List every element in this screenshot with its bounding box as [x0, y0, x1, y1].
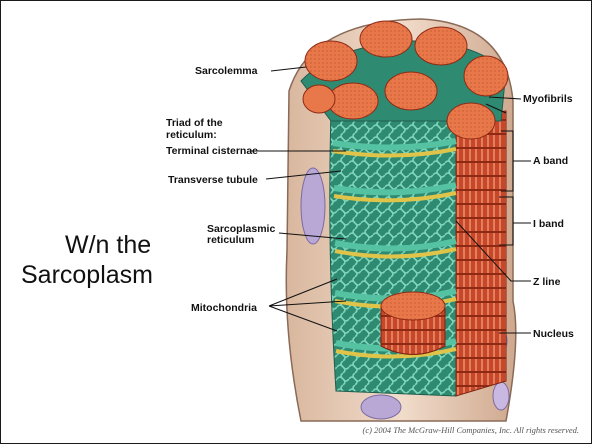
caption-line2: Sarcoplasm — [21, 261, 153, 290]
label-sarcolemma: Sarcolemma — [195, 65, 258, 77]
label-nucleus: Nucleus — [533, 328, 574, 340]
label-triad-line2: reticulum: — [166, 129, 217, 141]
copyright-notice: (c) 2004 The McGraw-Hill Companies, Inc.… — [363, 425, 579, 435]
label-i-band: I band — [533, 218, 564, 230]
label-z-line: Z line — [533, 276, 561, 288]
label-terminal-cisternae: Terminal cisternae — [166, 145, 258, 157]
label-transverse-tubule: Transverse tubule — [168, 174, 258, 186]
label-mitochondria: Mitochondria — [191, 302, 257, 314]
label-triad-line1: Triad of the — [166, 117, 223, 129]
caption-line1: W/n the — [65, 231, 151, 260]
nucleus-shape-bottom — [361, 395, 401, 419]
label-myofibrils: Myofibrils — [523, 93, 573, 105]
nucleus-shape-left — [301, 168, 325, 244]
cut-myofibril — [381, 292, 445, 355]
label-sarcoplasmic-line2: reticulum — [207, 234, 254, 246]
label-a-band: A band — [533, 155, 568, 167]
